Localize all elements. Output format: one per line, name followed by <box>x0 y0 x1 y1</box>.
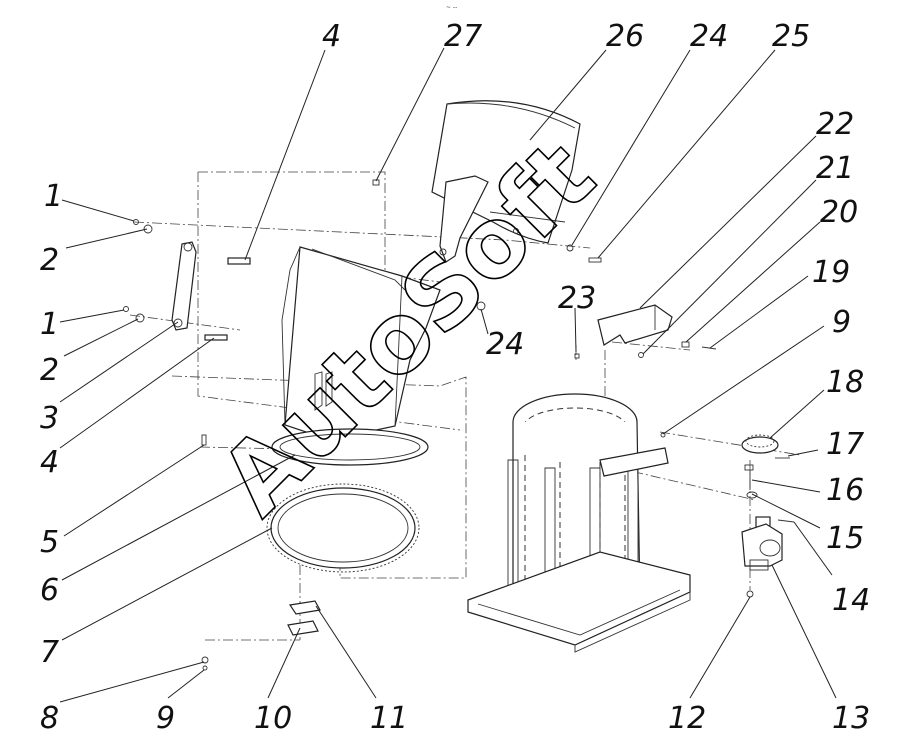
callout-10: 10 <box>254 701 292 736</box>
callout-7: 7 <box>40 635 59 670</box>
callout-17: 17 <box>826 427 864 462</box>
callout-24b: 24 <box>486 327 524 362</box>
callout-14: 14 <box>832 583 870 618</box>
callout-8: 8 <box>40 701 59 736</box>
callout-24a: 24 <box>690 19 728 54</box>
callout-4b: 4 <box>40 445 59 480</box>
leader-lines <box>59 47 837 703</box>
callout-11: 11 <box>370 701 408 736</box>
callout-12: 12 <box>668 701 706 736</box>
part-13 <box>741 516 795 571</box>
small-parts <box>123 179 754 671</box>
callout-2a: 2 <box>40 243 59 278</box>
callout-4a: 4 <box>322 19 341 54</box>
callout-9b: 9 <box>156 701 175 736</box>
callout-18: 18 <box>826 365 864 400</box>
callout-6: 6 <box>40 573 59 608</box>
header-mark: ~ ‑‑ <box>446 4 457 11</box>
callout-labels: 1 2 1 2 3 4 4 27 26 24 25 22 21 20 19 9 … <box>40 19 870 736</box>
base-frame <box>467 393 691 653</box>
callout-21: 21 <box>816 151 854 186</box>
part-26 <box>431 100 581 263</box>
callout-23: 23 <box>558 281 596 316</box>
callout-26: 26 <box>606 19 644 54</box>
callout-5: 5 <box>40 525 59 560</box>
callout-2b: 2 <box>40 353 59 388</box>
callout-9a: 9 <box>832 305 851 340</box>
part-22 <box>597 304 673 346</box>
callout-25: 25 <box>772 19 810 54</box>
callout-16: 16 <box>826 473 864 508</box>
callout-22: 22 <box>816 107 854 142</box>
callout-13: 13 <box>832 701 870 736</box>
callout-27: 27 <box>444 19 482 54</box>
hopper-body <box>271 246 441 466</box>
part-18 <box>741 434 790 499</box>
part-7 <box>266 483 420 573</box>
callout-15: 15 <box>826 521 864 556</box>
callout-3: 3 <box>40 401 59 436</box>
callout-19: 19 <box>812 255 850 290</box>
callout-1a: 1 <box>44 179 63 214</box>
callout-20: 20 <box>820 195 858 230</box>
callout-1b: 1 <box>40 307 59 342</box>
part-3 <box>171 241 197 331</box>
